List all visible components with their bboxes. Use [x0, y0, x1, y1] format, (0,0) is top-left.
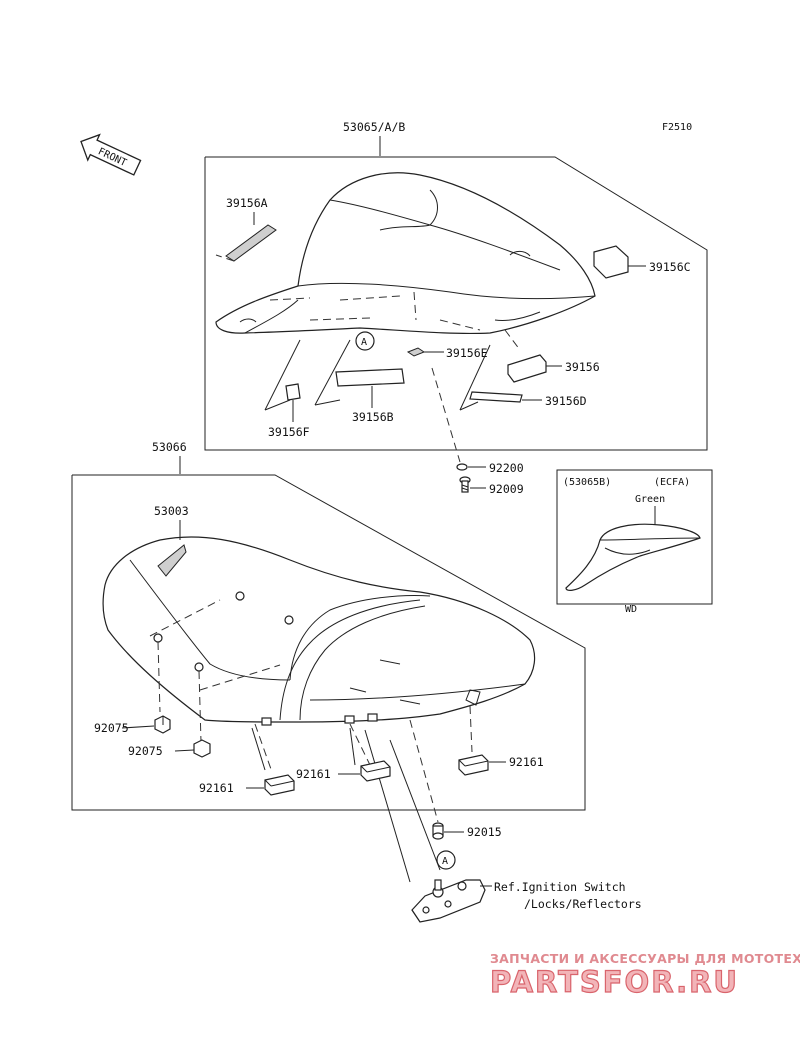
- label-39156F: 39156F: [268, 425, 310, 439]
- label-92161-right: 92161: [509, 755, 544, 769]
- ref-line-1: Ref.Ignition Switch: [494, 880, 626, 894]
- label-39156B: 39156B: [352, 410, 394, 424]
- seat-cowl: [215, 172, 596, 335]
- assembly-dashes-upper: [269, 291, 521, 351]
- leader-92075-upper: [121, 725, 155, 729]
- part-39156B: [335, 368, 405, 387]
- part-92015: [432, 822, 444, 840]
- label-53003: 53003: [154, 504, 189, 518]
- part-92161-middle: [360, 760, 391, 782]
- callout-a-upper-label: A: [361, 337, 367, 348]
- label-92075-upper: 92075: [94, 721, 129, 735]
- seat-body: [102, 536, 536, 726]
- part-92009: [459, 476, 471, 493]
- leader-92075-lower: [174, 749, 195, 752]
- watermark-brand: PARTSFOR.RU: [490, 965, 739, 999]
- part-92161-right: [458, 754, 489, 776]
- part-92075-lower: [193, 739, 211, 758]
- upper-group-frame: [204, 156, 708, 451]
- label-39156C: 39156C: [649, 260, 691, 274]
- part-39156C: [593, 245, 629, 279]
- label-92200: 92200: [489, 461, 524, 475]
- part-92200: [456, 463, 468, 471]
- watermark-tagline: ЗАПЧАСТИ И АКСЕССУАРЫ ДЛЯ МОТОТЕХНИКИ: [490, 951, 800, 966]
- seat-lock-assembly: [411, 879, 486, 923]
- part-39156E: [406, 347, 426, 357]
- label-39156A: 39156A: [226, 196, 268, 210]
- callout-a-upper: [355, 331, 375, 351]
- part-53003: [157, 544, 187, 577]
- figure-code: F2510: [662, 122, 692, 133]
- part-92161-left: [264, 774, 295, 796]
- label-39156E: 39156E: [446, 346, 488, 360]
- inset-caption: WD: [625, 604, 637, 615]
- label-92161-left: 92161: [199, 781, 234, 795]
- label-92009: 92009: [489, 482, 524, 496]
- part-92075-upper: [154, 715, 171, 734]
- part-39156: [507, 354, 547, 383]
- callout-a-lower-label: A: [442, 856, 448, 867]
- label-92075-lower: 92075: [128, 744, 163, 758]
- label-92161-middle: 92161: [296, 767, 331, 781]
- ref-line-2: /Locks/Reflectors: [524, 897, 642, 911]
- label-92015: 92015: [467, 825, 502, 839]
- assembly-dashes-lower: [149, 599, 473, 823]
- label-53066: 53066: [152, 440, 187, 454]
- part-39156D: [469, 391, 523, 403]
- label-39156: 39156: [565, 360, 600, 374]
- part-39156F: [285, 383, 301, 401]
- bolt-drop-line: [431, 367, 461, 463]
- inset-box-wd: (53065B) (ECFA) Green WD: [556, 469, 713, 615]
- inset-region: (ECFA): [654, 477, 690, 488]
- perspective-guides: [264, 339, 491, 411]
- part-39156A: [225, 224, 277, 262]
- callout-a-lower: [436, 850, 456, 870]
- inset-seat-cowl: [565, 523, 701, 591]
- label-39156D: 39156D: [545, 394, 587, 408]
- inset-color: Green: [635, 494, 665, 505]
- lower-group-frame: [71, 474, 586, 811]
- front-arrow-icon: FRONT: [80, 133, 142, 176]
- label-53065: 53065/A/B: [343, 120, 405, 134]
- inset-variant: (53065B): [563, 477, 611, 488]
